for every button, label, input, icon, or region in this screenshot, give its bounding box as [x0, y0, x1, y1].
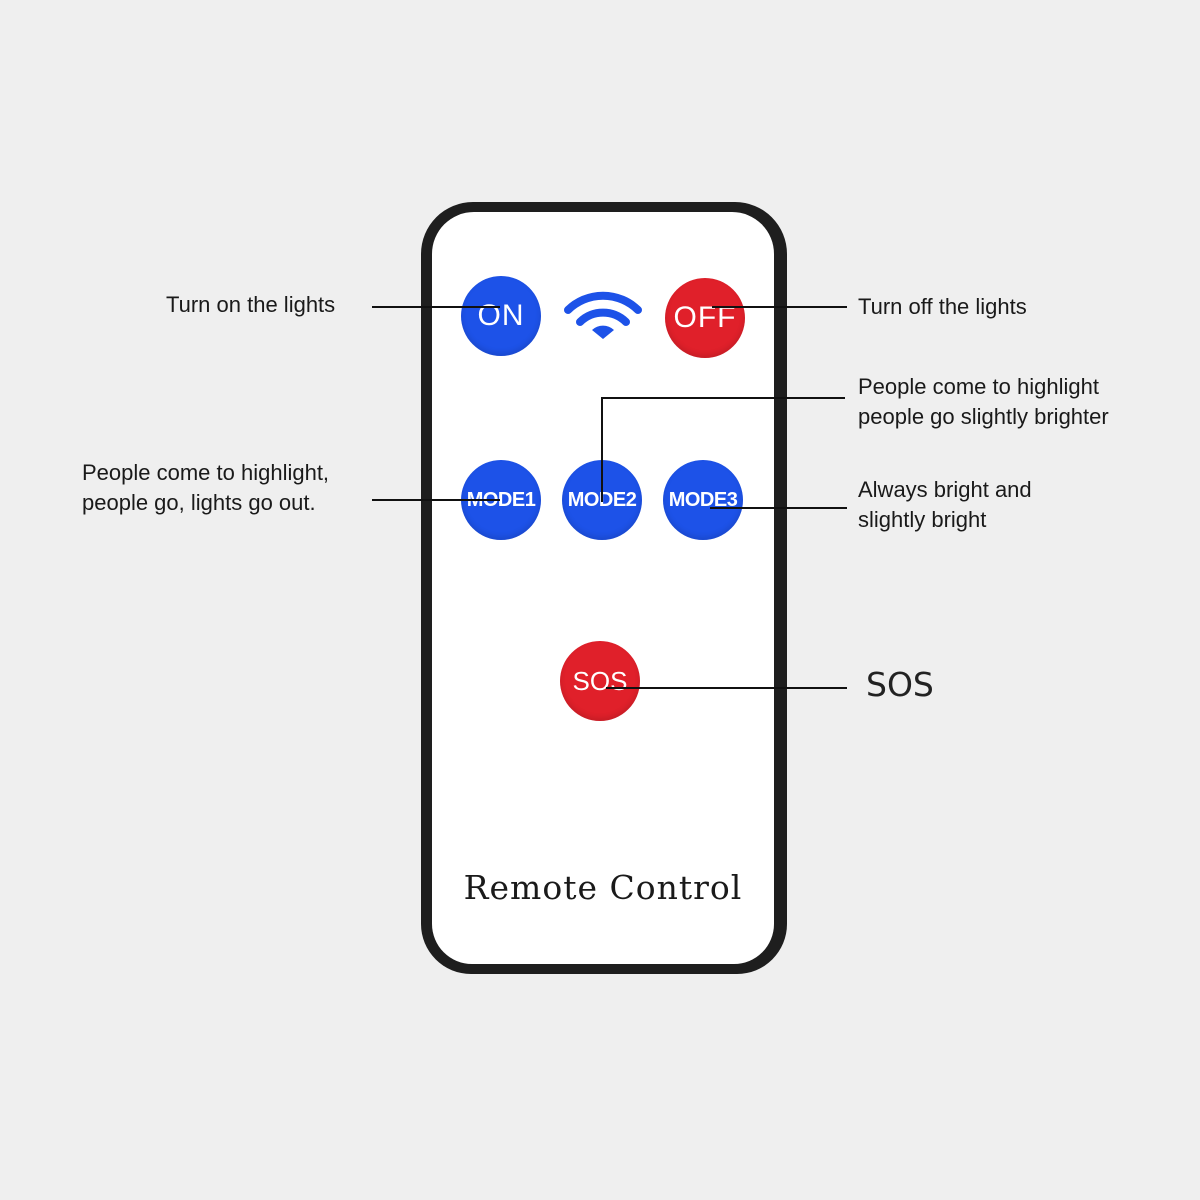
- mode2-button-label: MODE2: [567, 488, 637, 511]
- mode3-button[interactable]: MODE3: [663, 460, 743, 540]
- mode2-annotation-line2: people go slightly brighter: [858, 404, 1109, 429]
- mode2-annotation-line1: People come to highlight: [858, 374, 1099, 399]
- mode3-annotation-line1: Always bright and: [858, 477, 1032, 502]
- off-button[interactable]: OFF: [665, 278, 745, 358]
- wifi-icon: [564, 291, 642, 339]
- mode3-annotation: Always bright and slightly bright: [858, 475, 1032, 535]
- off-button-label: OFF: [673, 301, 737, 334]
- sos-annotation: SOS: [866, 665, 934, 704]
- on-button-label: ON: [477, 299, 525, 332]
- mode3-annotation-line2: slightly bright: [858, 507, 987, 532]
- mode1-button[interactable]: MODE1: [461, 460, 541, 540]
- mode3-button-label: MODE3: [668, 488, 738, 511]
- mode2-button[interactable]: MODE2: [562, 460, 642, 540]
- sos-button[interactable]: SOS: [560, 641, 640, 721]
- mode1-annotation-line1: People come to highlight,: [82, 460, 330, 485]
- mode2-annotation: People come to highlight people go sligh…: [858, 372, 1109, 432]
- sos-button-label: SOS: [572, 665, 628, 696]
- mode1-annotation-line2: people go, lights go out.: [82, 490, 316, 515]
- mode1-button-label: MODE1: [466, 488, 536, 511]
- off-annotation: Turn off the lights: [858, 294, 1027, 319]
- brand-label: Remote Control: [463, 868, 743, 907]
- on-annotation: Turn on the lights: [166, 292, 336, 317]
- on-button[interactable]: ON: [461, 276, 541, 356]
- mode1-annotation: People come to highlight, people go, lig…: [82, 458, 329, 518]
